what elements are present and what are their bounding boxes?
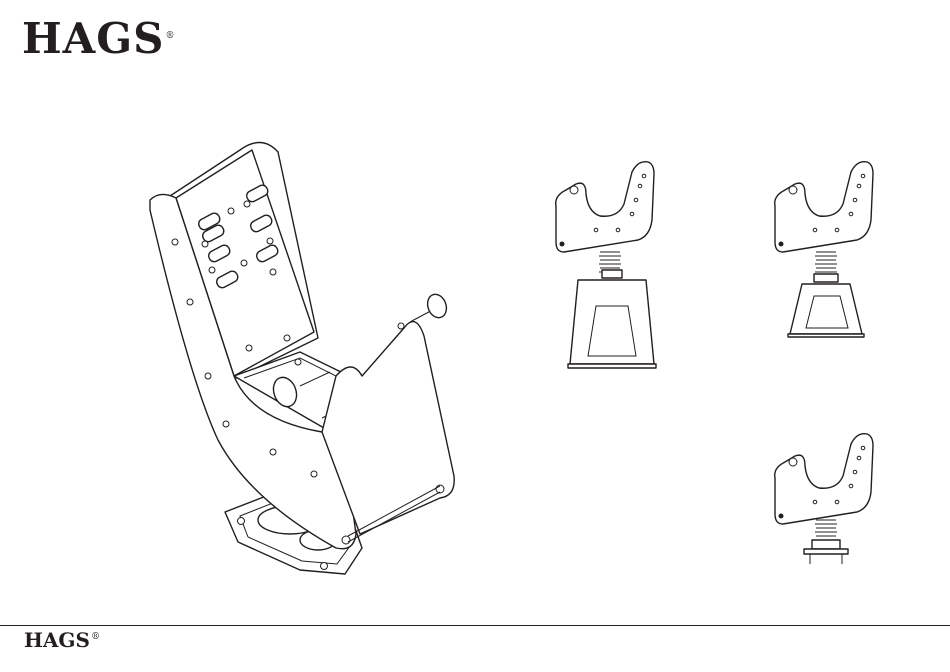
brand-name: HAGS: [24, 628, 90, 652]
footer-divider: [0, 625, 950, 626]
rocker-on-short-base: [775, 162, 873, 337]
tall-base: [570, 280, 654, 364]
handle-grip-right: [424, 292, 449, 321]
flat-plate: [804, 549, 848, 554]
rocker-on-flat-plate: [775, 434, 873, 564]
base-bolt: [238, 518, 245, 525]
base-bolt: [321, 563, 328, 570]
brand-logo-footer: HAGS®: [24, 630, 100, 650]
spring-seat-assembly-large: [150, 142, 454, 574]
rocker-short-base-icon: [775, 162, 873, 252]
rocker-flat-plate-icon: [775, 434, 873, 524]
registered-mark: ®: [91, 632, 100, 642]
short-base: [790, 284, 862, 334]
rocker-seat-icon: [556, 162, 654, 252]
rocker-on-tall-base: [556, 162, 656, 368]
